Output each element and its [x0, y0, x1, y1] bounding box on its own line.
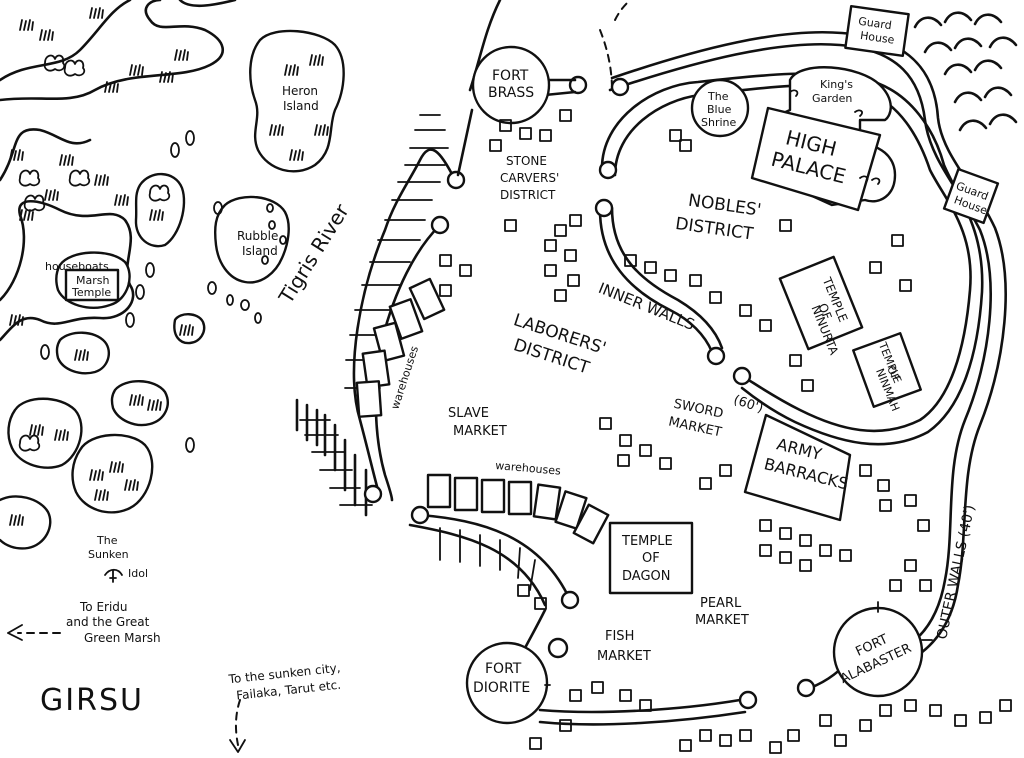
label-fort-brass-2: BRASS [488, 85, 534, 101]
label-sunken-idol-3: Idol [128, 567, 148, 580]
label-temple-ninurta-2: OF [815, 301, 834, 321]
label-kings-garden-1: King's [820, 78, 853, 91]
label-temple-dagon-2: OF [642, 551, 660, 566]
river-docks [295, 0, 610, 672]
label-to-eridu-2: and the Great [66, 615, 150, 629]
map-title: GIRSU [40, 683, 144, 718]
label-marsh-temple-1: Marsh [76, 274, 109, 287]
label-warehouses-south: warehouses [495, 459, 562, 478]
label-to-eridu-1: To Eridu [79, 600, 128, 614]
label-slave-market-1: SLAVE [448, 406, 489, 421]
label-guard-house-top-1: Guard [857, 15, 892, 33]
label-stone-carvers-3: DISTRICT [500, 188, 556, 202]
label-heron-island-1: Heron [282, 84, 318, 98]
label-inner-walls: INNER WALLS [596, 279, 697, 334]
label-nobles-district-2: DISTRICT [674, 214, 755, 245]
label-blue-shrine-1: The [707, 90, 729, 103]
label-kings-garden-2: Garden [812, 92, 852, 105]
label-heron-island-2: Island [283, 99, 319, 113]
label-outer-walls: OUTER WALLS (40') [934, 503, 978, 640]
label-rubble-island-1: Rubble [237, 229, 278, 243]
label-pearl-market-2: MARKET [695, 613, 749, 628]
label-sunken-idol-2: Sunken [88, 548, 129, 561]
label-blue-shrine-3: Shrine [701, 116, 737, 129]
landmarks [608, 4, 1018, 595]
label-rubble-island-2: Island [242, 244, 278, 258]
label-sunken-idol-1: The [96, 534, 118, 547]
fort-alabaster[interactable] [832, 601, 933, 698]
label-stone-carvers-1: STONE [506, 154, 547, 168]
label-blue-shrine-2: Blue [707, 103, 732, 116]
label-temple-ninmah-2: OF [884, 364, 902, 383]
label-fish-market-1: FISH [605, 629, 634, 644]
label-to-eridu-3: Green Marsh [84, 631, 161, 645]
marshlands [0, 0, 345, 583]
label-temple-dagon-1: TEMPLE [621, 534, 673, 549]
label-stone-carvers-2: CARVERS' [500, 171, 559, 185]
label-fort-diorite-1: FORT [485, 661, 522, 677]
label-slave-market-2: MARKET [453, 424, 507, 439]
label-fort-diorite-2: DIORITE [473, 680, 530, 696]
label-guard-house-top-2: House [859, 29, 895, 47]
direction-arrows [7, 0, 631, 753]
label-marsh-temple-2: Temple [71, 286, 111, 299]
label-inner-walls-height: (60') [732, 393, 765, 417]
label-houseboats: houseboats [45, 260, 109, 273]
label-pearl-market-1: PEARL [700, 596, 742, 611]
label-fort-brass-1: FORT [492, 68, 529, 84]
label-fish-market-2: MARKET [597, 649, 651, 664]
fort-diorite[interactable] [465, 641, 551, 725]
label-temple-dagon-3: DAGON [622, 569, 670, 584]
